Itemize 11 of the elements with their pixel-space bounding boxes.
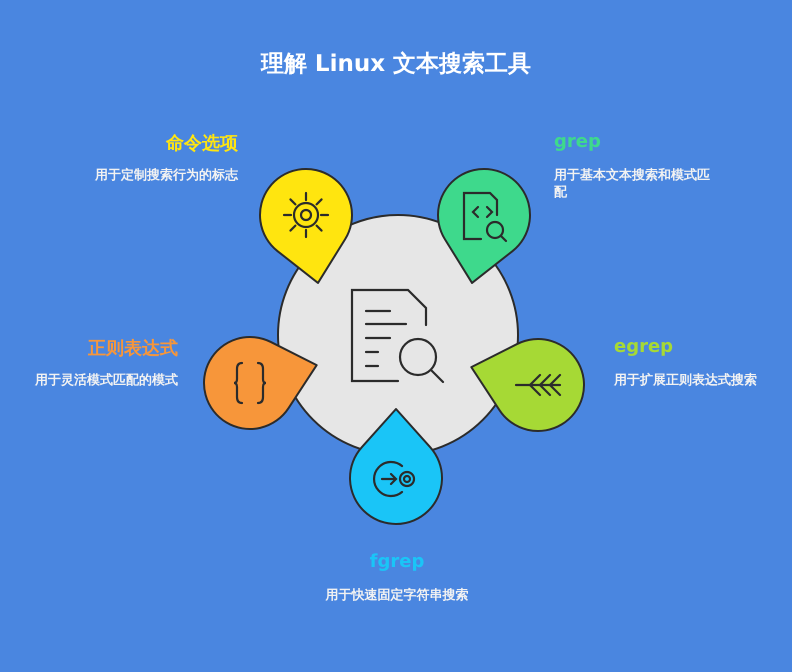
heading: 命令选项: [164, 132, 238, 155]
description: 用于快速固定字符串搜索: [324, 587, 470, 604]
description: 用于定制搜索行为的标志: [94, 167, 238, 184]
heading: egrep: [614, 336, 674, 357]
heading: 正则表达式: [87, 337, 178, 360]
heading: fgrep: [368, 551, 426, 572]
description: 用于灵活模式匹配的模式: [34, 372, 178, 389]
description: 用于扩展正则表达式搜索: [614, 372, 758, 389]
heading: grep: [554, 131, 602, 152]
title: 理解 Linux 文本搜索工具: [260, 50, 532, 79]
description: 用于基本文本搜索和模式匹配: [554, 167, 711, 201]
